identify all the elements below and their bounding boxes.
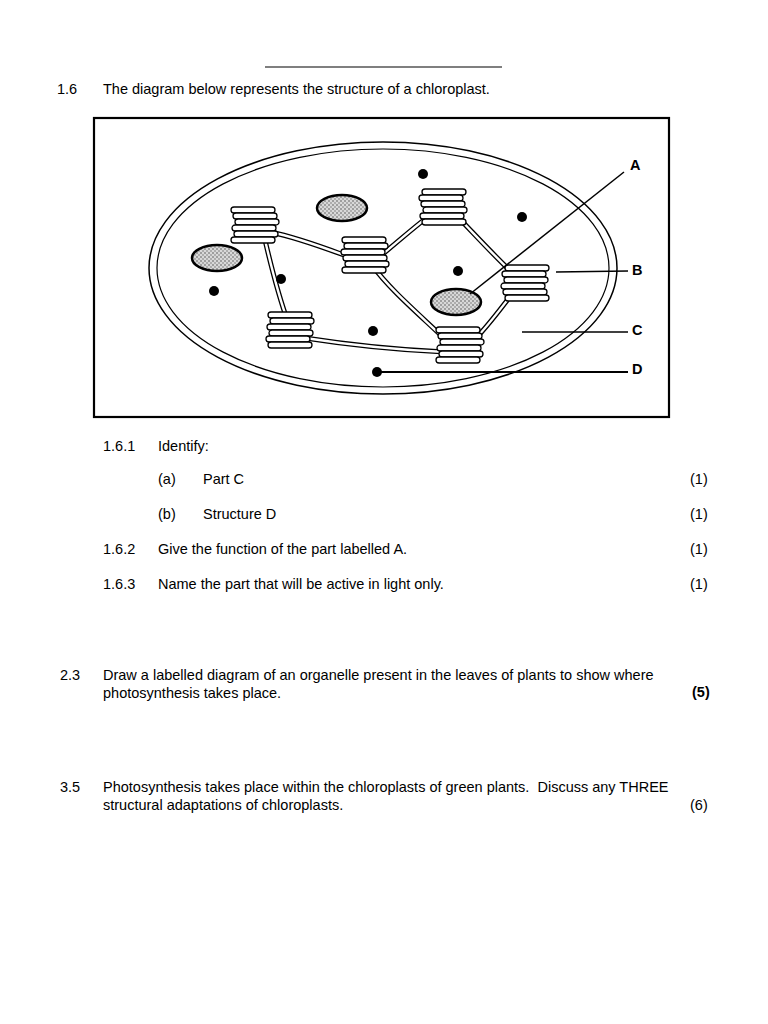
item-letter: (a) bbox=[158, 471, 176, 489]
mark-allocation: (6) bbox=[690, 797, 708, 815]
question-text: Identify: bbox=[158, 438, 209, 456]
callout-letter: B bbox=[632, 262, 642, 280]
mark-allocation: (1) bbox=[690, 576, 708, 594]
question-text: Part C bbox=[203, 471, 244, 489]
outer-membrane bbox=[149, 142, 617, 394]
starch-grains bbox=[192, 195, 481, 315]
mark-allocation: (1) bbox=[690, 471, 708, 489]
question-text: Draw a labelled diagram of an organelle … bbox=[103, 667, 675, 702]
question-number: 1.6.2 bbox=[103, 541, 135, 559]
mark-allocation: (1) bbox=[690, 506, 708, 524]
question-number: 1.6.1 bbox=[103, 438, 135, 456]
stroma-lamellae bbox=[265, 214, 518, 352]
callout-letter: A bbox=[630, 157, 640, 175]
callout-letter: D bbox=[632, 361, 642, 379]
question-text: Name the part that will be active in lig… bbox=[158, 576, 444, 594]
question-text: The diagram below represents the structu… bbox=[103, 81, 490, 99]
question-number: 2.3 bbox=[60, 667, 80, 685]
question-number: 1.6.3 bbox=[103, 576, 135, 594]
callout-letter: C bbox=[632, 322, 642, 340]
inner-membrane bbox=[157, 149, 609, 387]
item-letter: (b) bbox=[158, 506, 176, 524]
grana bbox=[231, 189, 549, 363]
top-rule bbox=[265, 66, 502, 67]
question-text: Structure D bbox=[203, 506, 276, 524]
question-number: 1.6 bbox=[57, 81, 77, 99]
question-number: 3.5 bbox=[60, 779, 80, 797]
mark-allocation: (5) bbox=[692, 684, 710, 702]
question-text: Photosynthesis takes place within the ch… bbox=[103, 779, 683, 814]
mark-allocation: (1) bbox=[690, 541, 708, 559]
leader-lines bbox=[381, 172, 628, 372]
question-text: Give the function of the part labelled A… bbox=[158, 541, 407, 559]
figure-frame bbox=[94, 118, 669, 417]
lipid-droplets bbox=[209, 169, 527, 377]
